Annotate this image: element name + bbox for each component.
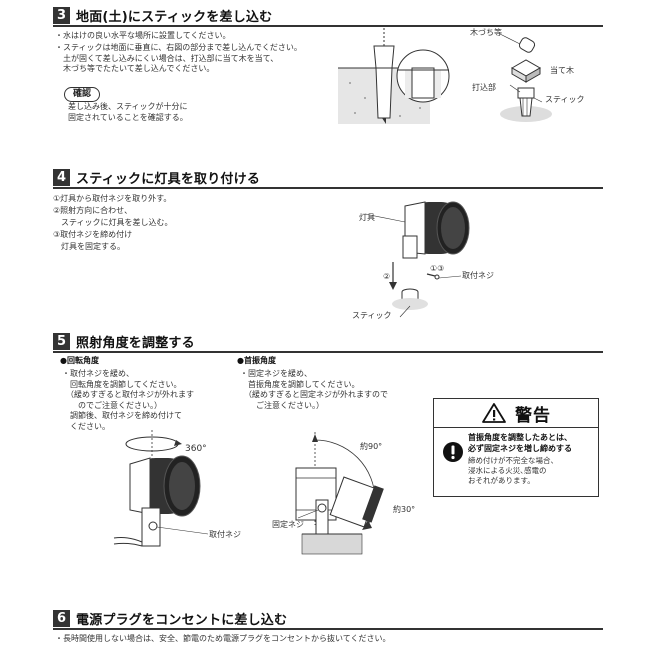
- label-mallet: 木づち等: [470, 28, 502, 37]
- section3-bullet1: ・水はけの良い水平な場所に設置してください。: [55, 31, 231, 40]
- warning-triangle-icon: [482, 403, 506, 423]
- section6-title: 電源プラグをコンセントに差し込む: [76, 612, 288, 628]
- section5-title: 照射角度を調整する: [76, 335, 195, 351]
- rotation-heading: ●回転角度: [60, 356, 99, 365]
- section3-confirm-text: 差し込み後、スティックが十分に 固定されていることを確認する。: [68, 102, 188, 122]
- label-stick-4: スティック: [352, 311, 392, 320]
- stick-in-ground-illustration: [338, 28, 450, 124]
- label-tilt-30: 約30°: [393, 505, 416, 514]
- warning-title: 警告: [515, 405, 551, 426]
- section4-title: スティックに灯具を取り付ける: [76, 171, 261, 187]
- section3-title: 地面(土)にスティックを差し込む: [76, 9, 273, 25]
- section4-rule: [53, 187, 603, 189]
- label-360-deg: 360°: [185, 444, 207, 454]
- section4-steps: ①灯具から取付ネジを取り外す。 ②照射方向に合わせ、 スティックに灯具を差し込む…: [53, 194, 173, 251]
- label-hit-part: 打込部: [472, 83, 496, 92]
- label-rotation-screw: 取付ネジ: [209, 530, 241, 539]
- warning-bold-text: 首振角度を調整したあとは、 必ず固定ネジを増し締めする: [468, 433, 572, 453]
- lamp-attach-illustration: [365, 201, 470, 318]
- section6-number: 6: [53, 609, 70, 627]
- mandatory-exclamation-icon: [443, 442, 463, 462]
- label-lamp: 灯具: [359, 213, 375, 222]
- label-step2: ②: [383, 272, 391, 281]
- section5-rule: [53, 351, 603, 353]
- section5-header: 5 照射角度を調整する: [53, 332, 195, 351]
- label-mount-screw: 取付ネジ: [462, 271, 494, 280]
- section3-bullet2: ・スティックは地面に垂直に、右図の部分まで差し込んでください。 土が固くて差し込…: [55, 43, 302, 73]
- section5-number: 5: [53, 332, 70, 350]
- label-stick: スティック: [545, 95, 585, 104]
- section6-rule: [53, 628, 603, 630]
- section3-header: 3 地面(土)にスティックを差し込む: [53, 6, 273, 25]
- section4-header: 4 スティックに灯具を取り付ける: [53, 168, 261, 187]
- label-tilt-90: 約90°: [360, 442, 383, 451]
- warning-header: 警告: [434, 399, 598, 428]
- label-fixing-screw: 固定ネジ: [272, 520, 304, 529]
- section4-number: 4: [53, 168, 70, 186]
- warning-body-text: 締め付けが不完全な場合、 浸水による火災､感電の おそれがあります。: [468, 456, 558, 485]
- tilt-heading: ●首振角度: [237, 356, 276, 365]
- label-step13: ①③: [430, 264, 445, 273]
- tilt-text: ・固定ネジを緩め、 首振角度を調節してください。 （緩めすぎると固定ネジが外れま…: [240, 369, 388, 410]
- rotation-text: ・取付ネジを緩め、 回転角度を調節してください。 （緩めすぎると取付ネジが外れま…: [62, 369, 194, 431]
- confirm-badge: 確認: [64, 87, 101, 102]
- label-block: 当て木: [550, 66, 574, 75]
- rotation-angle-illustration: [113, 430, 209, 547]
- section6-bullet: ・長時間使用しない場合は、安全、節電のため電源プラグをコンセントから抜いてくださ…: [55, 634, 391, 643]
- mallet-block-illustration: [499, 33, 552, 122]
- section3-rule: [53, 25, 603, 27]
- section3-number: 3: [53, 6, 70, 24]
- warning-box: 警告 首振角度を調整したあとは、 必ず固定ネジを増し締めする 締め付けが不完全な…: [433, 398, 599, 497]
- section6-header: 6 電源プラグをコンセントに差し込む: [53, 609, 288, 628]
- tilt-angle-illustration: [295, 432, 384, 555]
